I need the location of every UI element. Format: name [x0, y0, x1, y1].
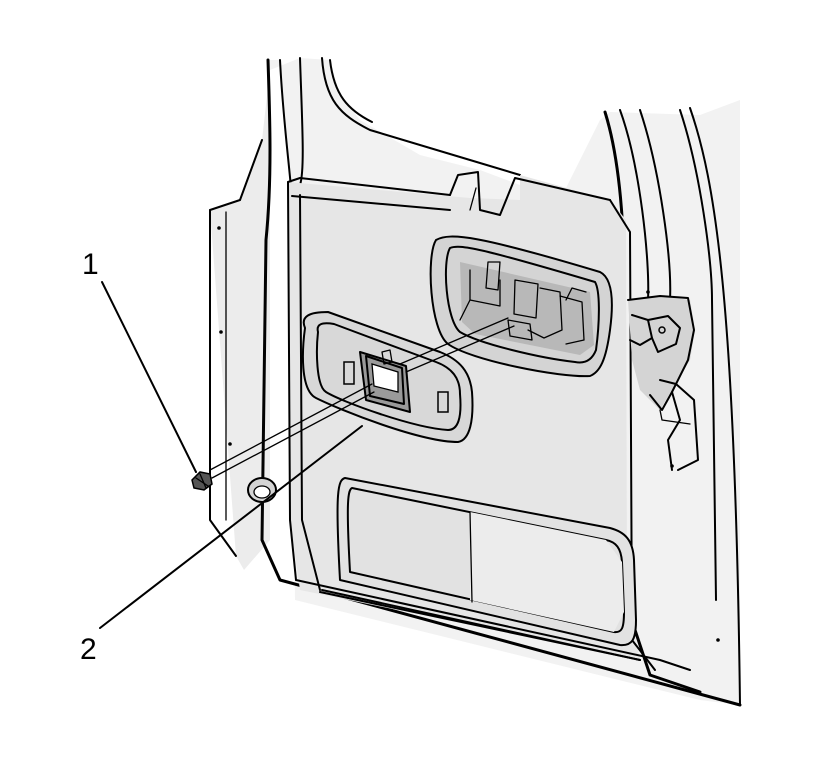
leader-lines	[99, 281, 363, 629]
handle-bezel	[301, 311, 474, 443]
exploded-view-lines	[209, 317, 515, 479]
panel-drain-hole	[247, 477, 277, 503]
map-pocket	[321, 477, 641, 661]
callout-1-label: 1	[82, 248, 99, 281]
callout-2-label: 2	[80, 633, 97, 666]
hinge-pillar	[209, 70, 270, 570]
handle-mechanism-recess	[429, 235, 613, 378]
fastener	[191, 471, 213, 491]
door-latch	[627, 290, 720, 642]
